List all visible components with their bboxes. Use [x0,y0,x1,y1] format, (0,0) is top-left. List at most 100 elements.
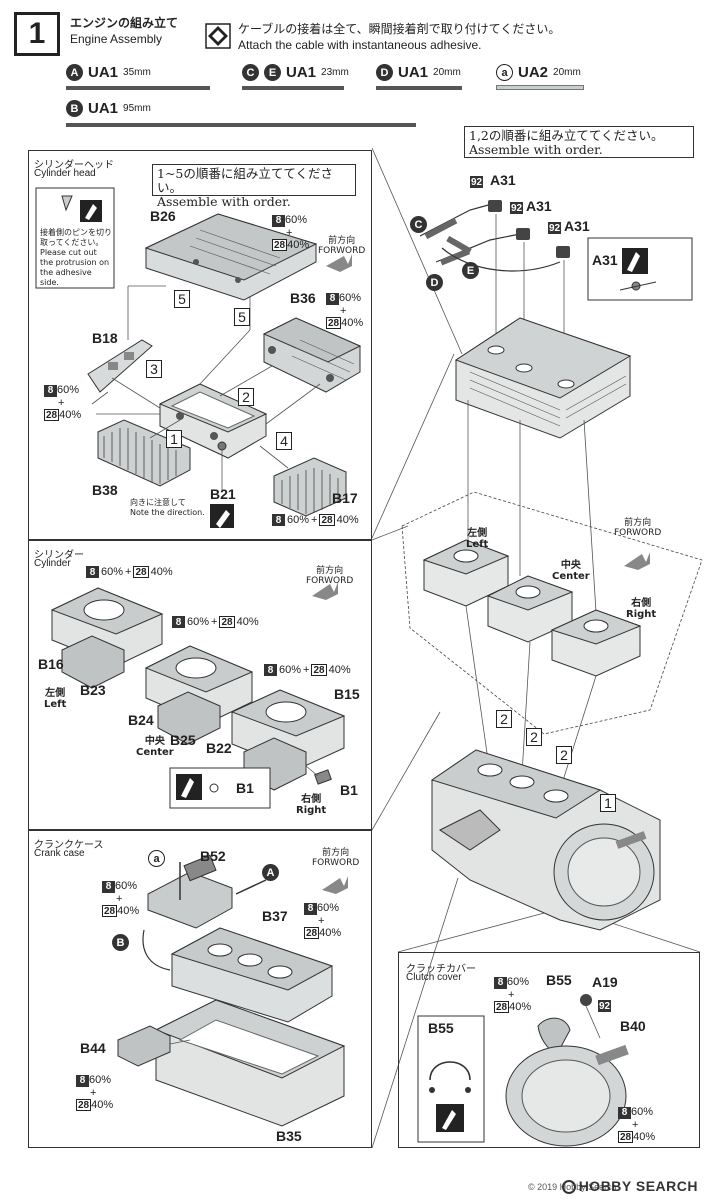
label-b36: B36 [290,290,316,306]
label-b1: B1 [340,782,358,798]
label-b38: B38 [92,482,118,498]
label-a31-3: A31 [564,218,590,234]
crankcase-callout-line [371,877,459,1149]
material-small-a: a UA2 20mm [496,64,581,81]
material-d-bar [376,86,462,90]
order-note: 1,2の順番に組み立ててください。 Assemble with order. [464,126,694,158]
material-a: A UA1 35mm [66,64,151,81]
clutch-title-en: Clutch cover [406,972,462,983]
head-assembly-lines [91,285,321,469]
cable-c [419,203,493,237]
b26-head-cover [144,213,318,301]
label-b40: B40 [620,1018,646,1034]
paint-92-2: 92 [510,202,524,214]
label-a31-inset: A31 [592,252,618,268]
pin-note-text: 接着側のピンを切り取ってください。 Please cut out the pro… [40,228,112,287]
cylinder-head-callout-line [371,147,463,355]
forward-arrow-right [624,552,650,570]
forward-arrow-crank [322,876,348,894]
direction-note: 向きに注意して Note the direction. [130,498,205,517]
b1-plug [314,769,332,785]
material-ce: C E UA1 23mm [242,64,349,81]
cylinder-head-panel [28,150,372,540]
step-number: 1 [14,12,60,56]
b37-upper-case [170,927,334,1023]
b40-clutch-cover [505,1044,629,1147]
seq-2: 2 [238,388,254,406]
crankcase-panel [28,830,372,1148]
right-cylinder-center [486,575,574,643]
label-b23: B23 [80,682,106,698]
letter-b-callout: B [112,934,129,951]
b44-side-part [117,1025,171,1067]
a19-bolt [580,994,592,1006]
a31-caps [488,200,570,258]
crankcase-title-en: Crank case [34,848,85,859]
hobby-search-logo-icon [561,1180,576,1194]
diamond-adhesive-icon [205,23,231,49]
label-a31-1: A31 [490,172,516,188]
letter-d-badge: D [376,64,393,81]
label-b15: B15 [334,686,360,702]
b36-side-cover [262,317,362,393]
material-small-a-bar [496,85,584,90]
cylinder-title-jp: シリンダー [34,550,84,561]
b21-pin [217,441,227,492]
right-cylinder-right [550,609,642,677]
cylinder-head-callout-line-2 [371,353,455,539]
b52-cover [147,854,233,929]
letter-small-a-badge: a [496,64,513,81]
letter-d-callout: D [426,274,443,291]
label-b55: B55 [546,972,572,988]
label-b37: B37 [262,908,288,924]
clutch-title-jp: クラッチカバー [406,964,476,975]
right-cylinder-left [422,539,510,607]
letter-b-badge: B [66,100,83,117]
seq-2-r2: 2 [526,728,542,746]
label-b24: B24 [128,712,154,728]
b55-cap [537,1017,571,1057]
adhesive-note-en: Attach the cable with instantaneous adhe… [238,38,482,52]
cylinder-callout-line [371,711,441,831]
letter-e-callout: E [462,262,479,279]
label-a19: A19 [592,974,618,990]
label-b16: B16 [38,656,64,672]
letter-a-callout: A [262,864,279,881]
seq-5-a: 5 [174,290,190,308]
label-b55-inset: B55 [428,1020,454,1036]
cylinders-group-outline [401,491,703,735]
crankcase-assembly-drawing [430,749,661,931]
label-b1-inset: B1 [236,780,254,796]
letter-small-a-callout: a [148,850,165,867]
material-d: D UA1 20mm [376,64,461,81]
material-ce-bar [242,86,344,90]
cylinder-panel [28,540,372,830]
letter-e-badge: E [264,64,281,81]
letter-a-badge: A [66,64,83,81]
forward-arrow-head [326,254,352,272]
label-b21: B21 [210,486,236,502]
label-b22: B22 [206,740,232,756]
cable-b [142,929,171,971]
seq-4: 4 [276,432,292,450]
label-b26: B26 [150,208,176,224]
label-b52: B52 [200,848,226,864]
seq-3: 3 [146,360,162,378]
paint-92-1: 92 [470,176,484,188]
cylinder-title-en: Cylinder [34,558,71,569]
